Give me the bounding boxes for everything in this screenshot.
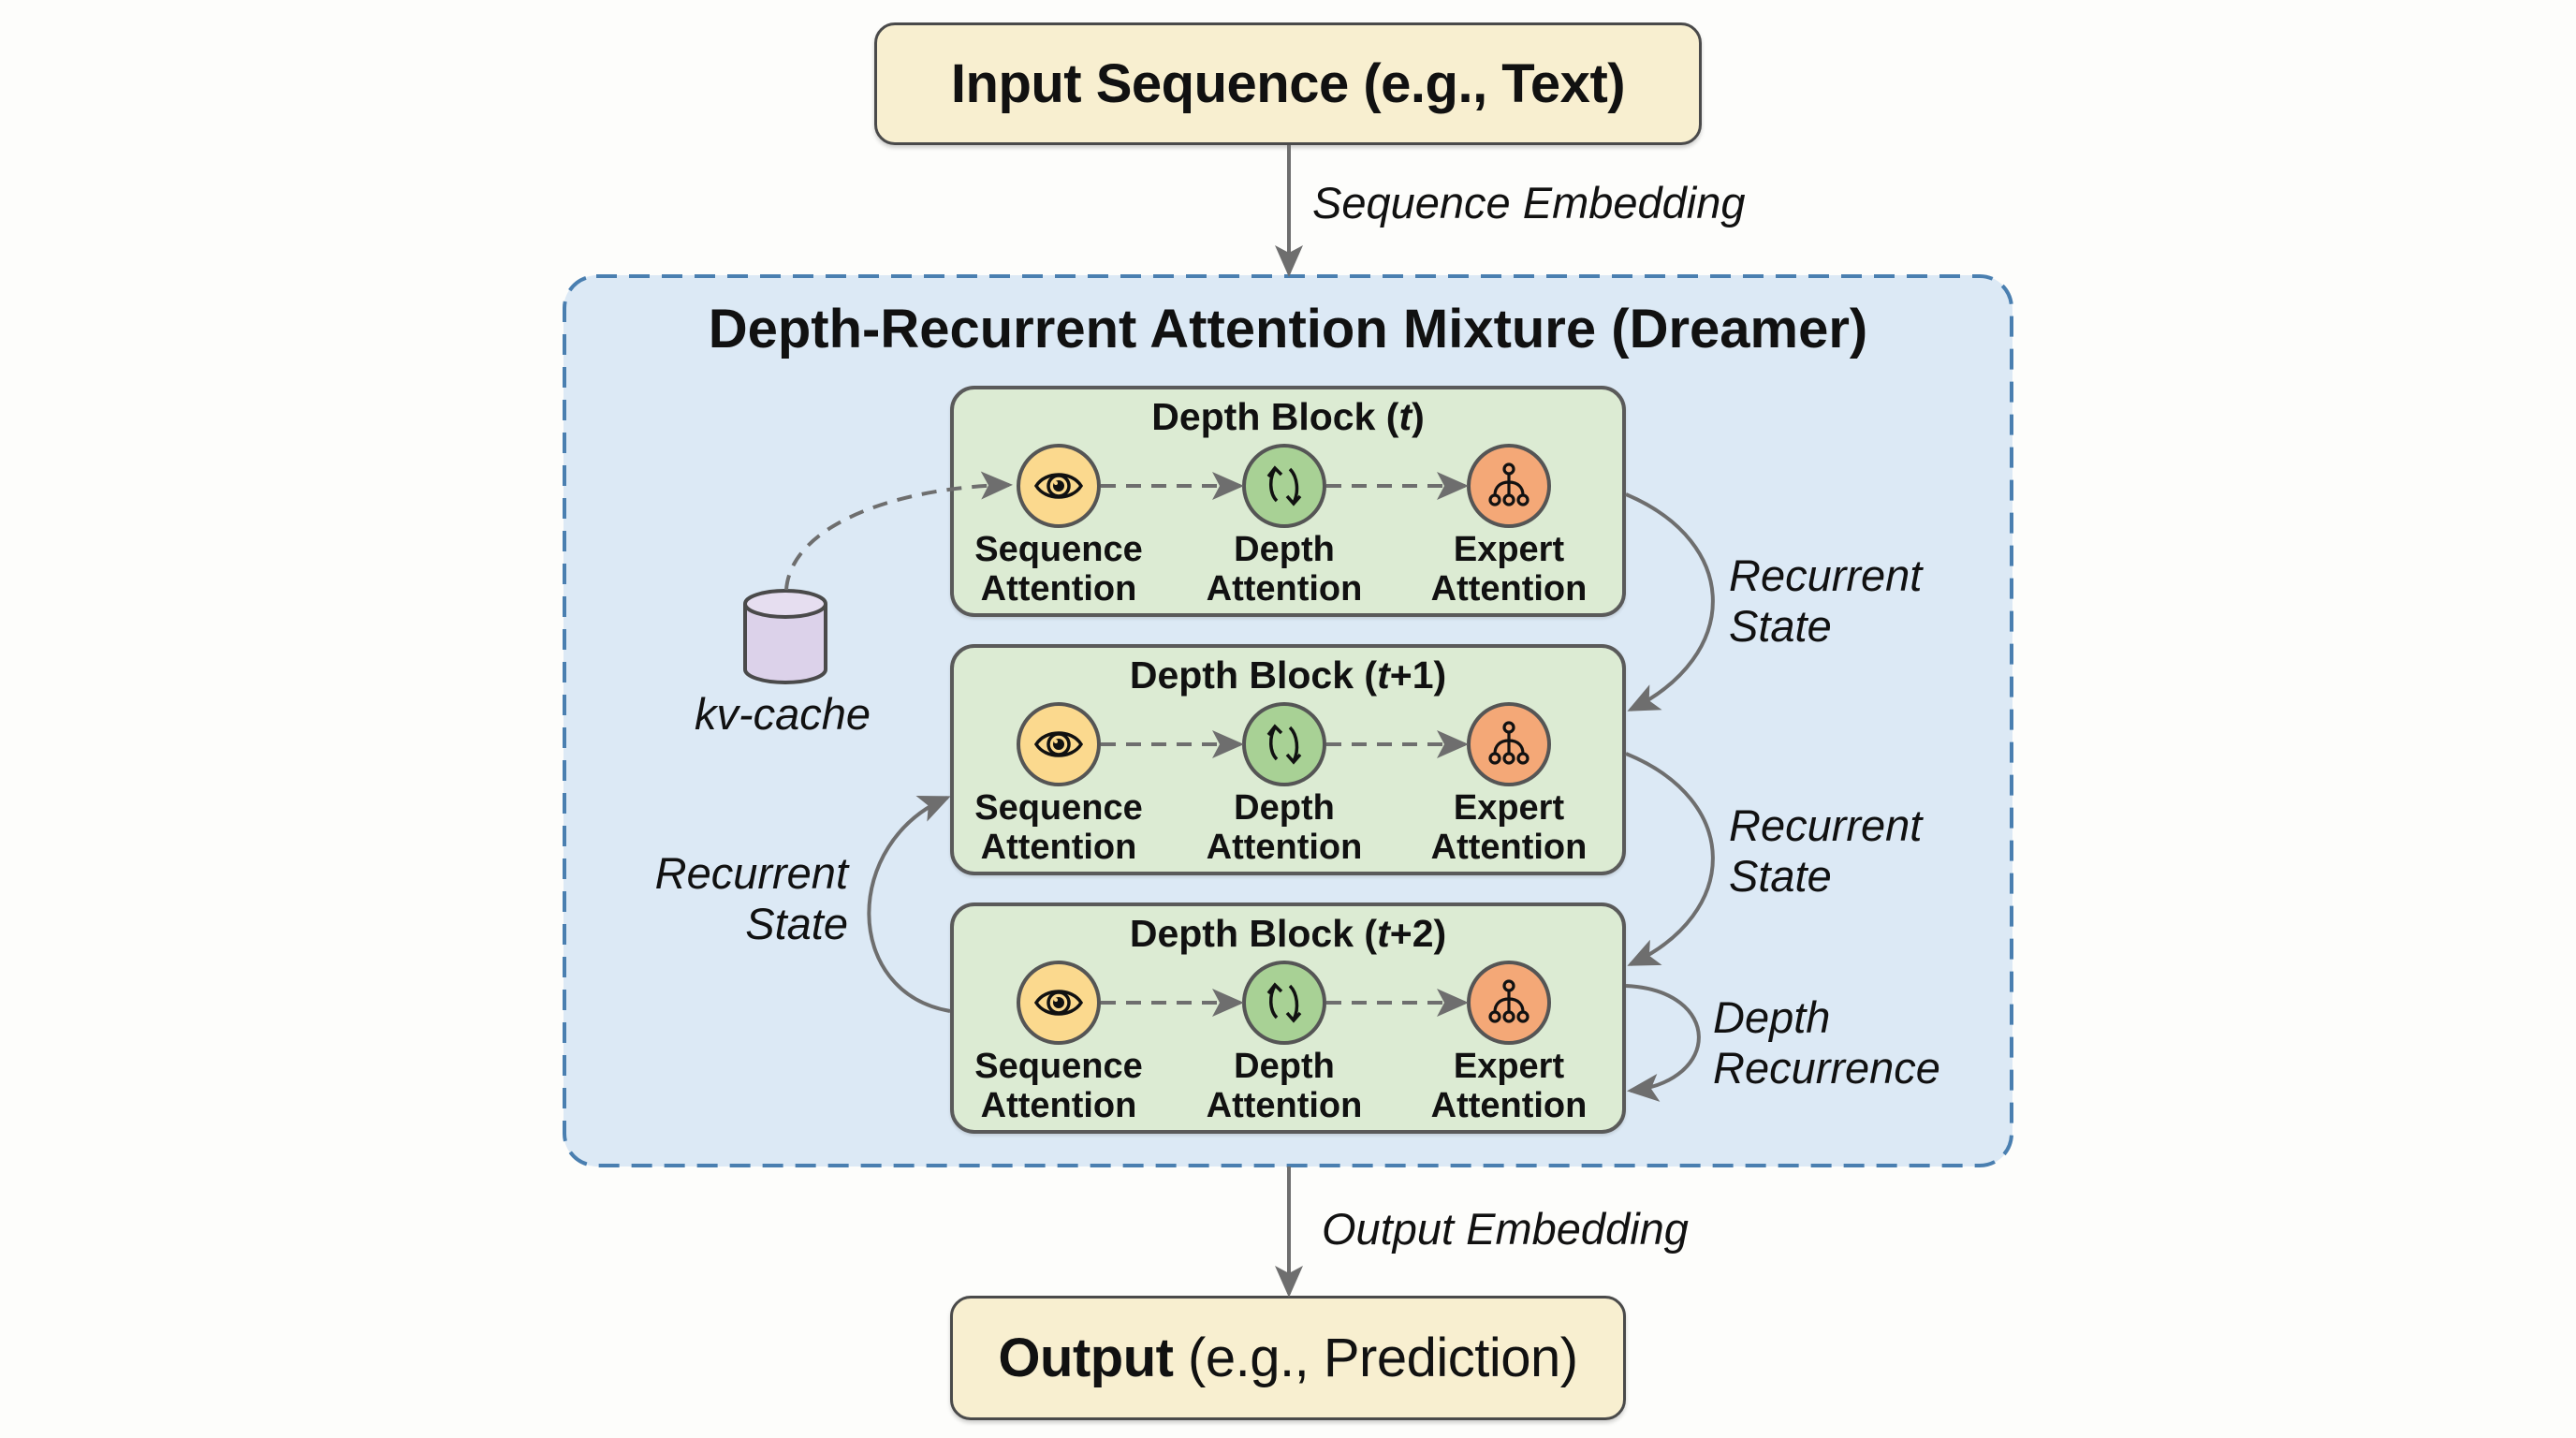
kv-cache-label: kv-cache [695,689,871,739]
depth-block-title: Depth Block (t) [1151,395,1425,438]
cycle-arrows-icon [1256,458,1312,514]
output-label: Output (e.g., Prediction) [998,1328,1578,1388]
recurrent-state-arrow-2 [1625,752,1715,966]
depth-block-title: Depth Block (t+2) [1129,912,1447,955]
expert-attention-node [1467,702,1551,786]
dreamer-title: Depth-Recurrent Attention Mixture (Dream… [708,299,1868,360]
branch-tree-icon [1481,716,1537,772]
sequence-attention-node [1017,444,1101,528]
branch-tree-icon [1481,975,1537,1031]
branch-tree-icon [1481,458,1537,514]
depth-attention-node [1242,961,1326,1045]
eye-icon [1031,975,1087,1031]
eye-icon [1031,716,1087,772]
kv-cache-arrow [784,471,1013,591]
depth-block-title: Depth Block (t+1) [1129,653,1447,697]
output-embedding-label: Output Embedding [1322,1204,1689,1254]
expert-attention-node [1467,961,1551,1045]
output-box: Output (e.g., Prediction) [950,1296,1626,1420]
input-sequence-box: Input Sequence (e.g., Text) [874,22,1702,145]
container-dashed-border [563,274,2013,1167]
sequence-attention-node [1017,702,1101,786]
depth-attention-node [1242,444,1326,528]
database-cylinder-icon [743,589,827,684]
cycle-arrows-icon [1256,716,1312,772]
cycle-arrows-icon [1256,975,1312,1031]
recurrent-state-arrow-left [867,796,951,1013]
expert-attention-node [1467,444,1551,528]
recurrent-state-arrow-1 [1625,492,1715,712]
depth-recurrence-arrow [1625,984,1701,1102]
sequence-attention-node [1017,961,1101,1045]
input-sequence-label: Input Sequence (e.g., Text) [950,53,1626,114]
depth-attention-node [1242,702,1326,786]
sequence-embedding-label: Sequence Embedding [1312,178,1746,227]
eye-icon [1031,458,1087,514]
